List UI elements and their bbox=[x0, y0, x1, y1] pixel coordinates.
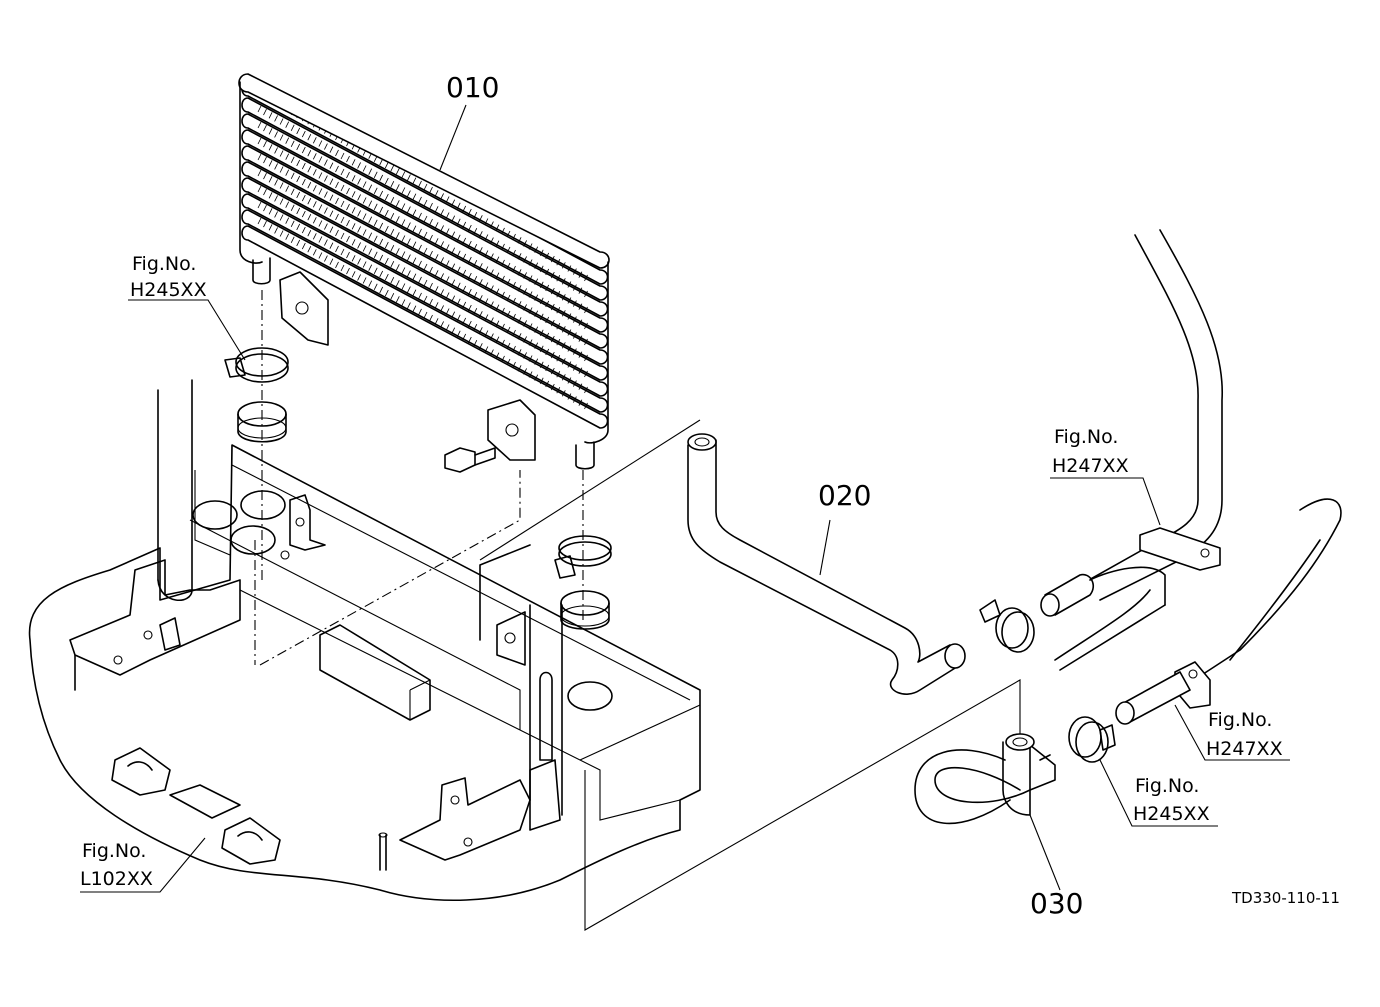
pipe-assembly-upper bbox=[979, 229, 1224, 671]
fig-ref-c-prefix: Fig.No. bbox=[1208, 709, 1272, 731]
fig-ref-c-code: H247XX bbox=[1206, 738, 1283, 760]
cooler-fins bbox=[257, 185, 588, 378]
fig-ref-b-prefix: Fig.No. bbox=[1054, 426, 1118, 448]
cooler-tube bbox=[241, 97, 609, 301]
hose-030 bbox=[914, 733, 1056, 825]
base-frame bbox=[28, 379, 701, 902]
cooler-fins bbox=[257, 153, 588, 346]
part-number-010: 010 bbox=[446, 71, 499, 104]
hose-020 bbox=[687, 433, 966, 695]
oil-cooler-010 bbox=[238, 73, 610, 473]
fig-ref-b-code: H247XX bbox=[1052, 455, 1129, 477]
fig-ref-e-prefix: Fig.No. bbox=[82, 840, 146, 862]
hose-clamp-right bbox=[554, 535, 612, 630]
cooler-tube bbox=[241, 177, 609, 381]
drawing-code: TD330-110-11 bbox=[1231, 889, 1340, 907]
cooler-right-end bbox=[584, 261, 609, 444]
cooler-fins bbox=[257, 169, 588, 362]
cooler-tube bbox=[241, 129, 609, 333]
part-number-030: 030 bbox=[1030, 887, 1083, 920]
cooler-fins bbox=[257, 201, 588, 394]
reference-lines bbox=[254, 290, 1021, 931]
hose-clamp-left bbox=[224, 347, 289, 443]
cooler-tube bbox=[241, 225, 609, 429]
leader-lines bbox=[80, 104, 1290, 893]
fig-ref-d-prefix: Fig.No. bbox=[1135, 775, 1199, 797]
cooler-tube bbox=[241, 145, 609, 349]
cooler-top-rail bbox=[238, 73, 610, 269]
pipe-assembly-lower bbox=[1068, 498, 1342, 763]
fig-ref-e-code: L102XX bbox=[80, 868, 153, 890]
labels: 010 020 030 Fig.No. H245XX Fig.No. H247X… bbox=[80, 71, 1340, 920]
cooler-tube bbox=[241, 161, 609, 365]
fig-ref-d-code: H245XX bbox=[1133, 803, 1210, 825]
cooler-left-end bbox=[239, 81, 263, 264]
fig-ref-a-prefix: Fig.No. bbox=[132, 253, 196, 275]
cooler-tube bbox=[241, 113, 609, 317]
cooler-fins bbox=[257, 137, 588, 330]
cooler-fins bbox=[257, 121, 588, 314]
part-number-020: 020 bbox=[818, 479, 871, 512]
cooler-tube bbox=[241, 193, 609, 397]
fig-ref-a-code: H245XX bbox=[130, 279, 207, 301]
cooler-fins bbox=[257, 105, 588, 298]
cooler-tube bbox=[241, 209, 609, 413]
cooler-fins bbox=[257, 217, 588, 410]
